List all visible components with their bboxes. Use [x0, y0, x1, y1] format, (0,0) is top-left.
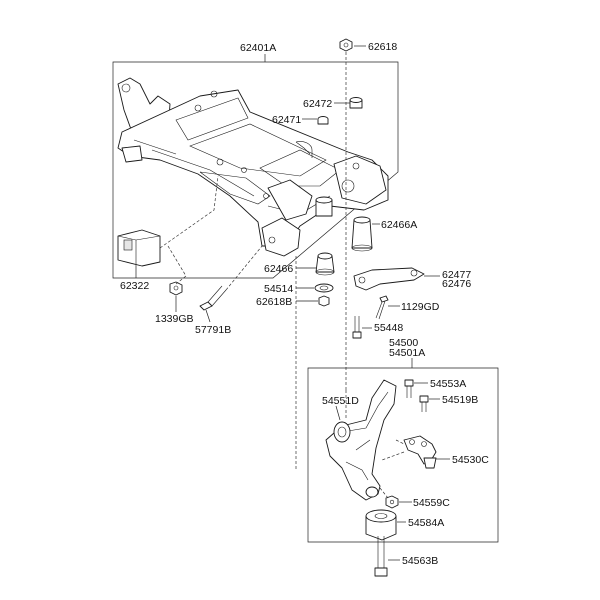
bushing-62466-icon [315, 252, 335, 276]
bushing-62466A-upper [315, 196, 333, 217]
lower-arm-group-outline [307, 367, 499, 543]
bolt-57791B-icon [199, 285, 227, 311]
ball-joint-54530C-icon [403, 435, 437, 469]
bushing-62466A-icon [351, 216, 373, 252]
bolt-55448-icon [352, 316, 362, 339]
bolt-1129GD-icon [375, 295, 389, 320]
label-1339GB: 1339GB [155, 313, 194, 325]
nut-62618B-icon [318, 295, 330, 307]
label-62322: 62322 [120, 280, 149, 292]
label-54559C: 54559C [413, 497, 450, 509]
label-1129GD: 1129GD [401, 301, 440, 313]
label-54519B: 54519B [442, 394, 478, 406]
washer-62472-icon [349, 97, 363, 109]
label-62477: 62477 [442, 269, 471, 281]
nut-62618-icon [339, 38, 353, 52]
label-62401A: 62401A [240, 42, 276, 54]
bushing-54584A-icon [365, 509, 397, 541]
label-54563B: 54563B [402, 555, 438, 567]
label-54514: 54514 [264, 283, 293, 295]
label-62476: 62476 [442, 278, 471, 290]
nut-1339GB-icon [169, 281, 183, 296]
label-62471: 62471 [272, 114, 301, 126]
washer-62471-icon [317, 116, 329, 125]
label-54530C: 54530C [452, 454, 489, 466]
bracket-62477-62476-icon [353, 267, 425, 291]
bolt-54563B-icon [374, 536, 388, 577]
label-54501A: 54501A [389, 347, 425, 359]
label-62466: 62466 [264, 263, 293, 275]
label-62618-top: 62618 [368, 41, 397, 53]
label-55448: 55448 [374, 322, 403, 334]
label-62618B: 62618B [256, 296, 292, 308]
label-54551D: 54551D [322, 395, 359, 407]
label-62466A: 62466A [381, 219, 417, 231]
label-57791B: 57791B [195, 324, 231, 336]
washer-54514-icon [314, 283, 334, 293]
label-62472: 62472 [303, 98, 332, 110]
nut-54559C-icon [385, 495, 399, 509]
bolt-54519B-icon [419, 395, 429, 412]
bolt-54553A-icon [404, 379, 414, 398]
label-54500: 54500 [389, 337, 418, 349]
subframe-group-outline [112, 61, 399, 279]
mount-62322-icon [117, 229, 161, 267]
label-54584A: 54584A [408, 517, 444, 529]
label-54553A: 54553A [430, 378, 466, 390]
lower-control-arm [325, 379, 397, 501]
crossmember-subframe [117, 77, 389, 257]
